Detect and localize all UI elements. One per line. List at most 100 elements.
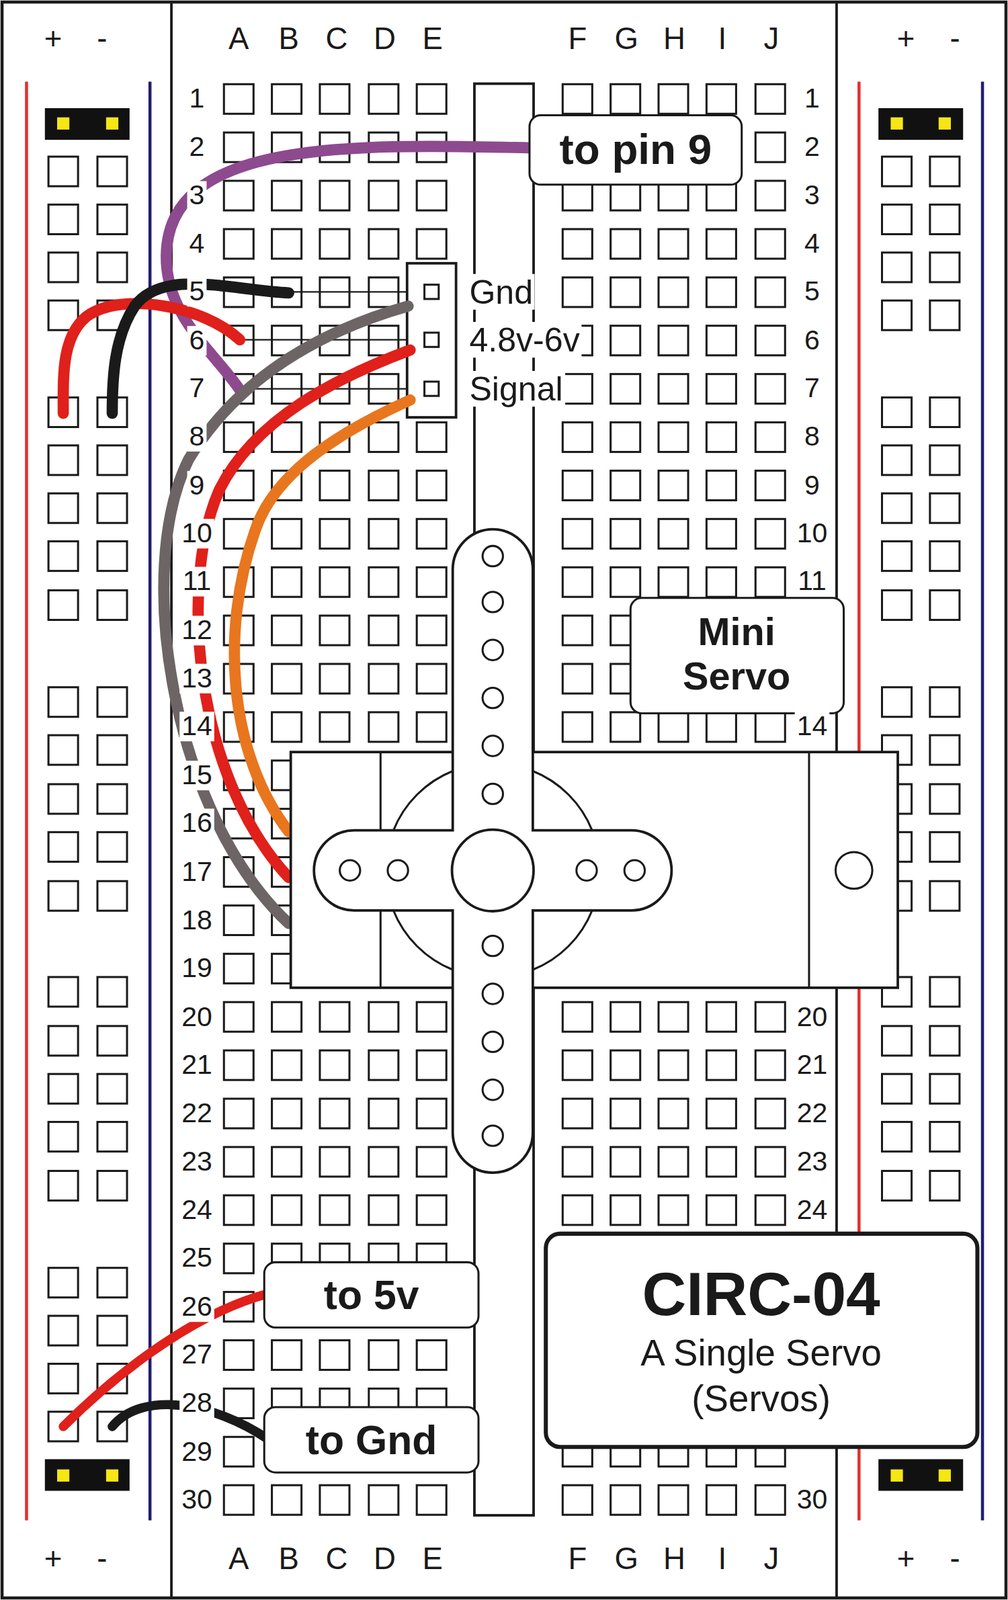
breadboard-hole — [319, 180, 350, 211]
breadboard-hole — [755, 229, 785, 259]
row-number: 30 — [794, 1485, 830, 1515]
breadboard-hole — [882, 1170, 912, 1201]
breadboard-hole — [706, 84, 736, 114]
breadboard-hole — [48, 541, 78, 572]
breadboard-hole — [272, 1195, 302, 1226]
breadboard-hole — [562, 663, 593, 694]
breadboard-hole — [882, 397, 912, 427]
rail-polarity: + — [44, 23, 63, 55]
breadboard-hole — [319, 1195, 350, 1226]
breadboard-hole — [882, 204, 912, 234]
row-number: 21 — [794, 1050, 830, 1080]
column-letter: E — [422, 1543, 443, 1575]
breadboard-hole — [97, 493, 128, 523]
breadboard-hole — [930, 493, 960, 523]
jumper-pin — [57, 1469, 70, 1482]
breadboard-hole — [658, 1485, 689, 1515]
horn-hole — [482, 983, 503, 1004]
breadboard-hole — [706, 1485, 736, 1515]
rail-polarity: - — [96, 1543, 107, 1575]
row-number: 9 — [802, 470, 822, 500]
breadboard-hole — [416, 1485, 447, 1515]
horn-hole — [482, 935, 503, 956]
breadboard-hole — [368, 84, 399, 114]
breadboard-hole — [368, 712, 399, 742]
breadboard-hole — [97, 1122, 128, 1152]
breadboard-hole — [97, 1315, 128, 1346]
breadboard-hole — [416, 1050, 447, 1080]
column-letter: J — [763, 1543, 779, 1575]
node-text: Mini Servo — [659, 610, 814, 701]
horn-hole — [482, 1031, 503, 1052]
jumper-pin — [57, 117, 70, 130]
breadboard-hole — [319, 229, 350, 259]
breadboard-hole — [755, 325, 785, 356]
row-number: 19 — [179, 953, 215, 984]
breadboard-hole — [658, 518, 689, 549]
horn-holes — [340, 545, 646, 1146]
breadboard-hole — [882, 300, 912, 330]
circuit-title-box: CIRC-04A Single Servo (Servos) — [542, 1231, 979, 1449]
horn-hole — [482, 783, 503, 804]
breadboard-hole — [97, 1026, 128, 1056]
breadboard-hole — [882, 156, 912, 187]
row-number: 8 — [187, 422, 207, 453]
connector-pin — [424, 381, 439, 396]
breadboard-hole — [48, 590, 78, 620]
breadboard-hole — [223, 1436, 254, 1467]
breadboard-hole — [610, 374, 641, 404]
breadboard-hole — [706, 229, 736, 259]
mount-hole — [835, 852, 873, 890]
breadboard-hole — [755, 518, 785, 549]
breadboard-hole — [368, 180, 399, 211]
breadboard-hole — [319, 712, 350, 742]
breadboard-hole — [610, 1050, 641, 1080]
breadboard-hole — [368, 422, 399, 453]
breadboard-hole — [562, 1147, 593, 1177]
connector-pin — [424, 332, 439, 347]
wire-destination-label: to Gnd — [263, 1405, 480, 1474]
breadboard-hole — [48, 252, 78, 283]
breadboard-hole — [319, 1098, 350, 1129]
row-number: 28 — [179, 1388, 215, 1418]
row-number: 3 — [187, 180, 207, 211]
row-number: 23 — [179, 1147, 215, 1177]
row-number: 8 — [802, 422, 822, 453]
column-letter: H — [663, 23, 686, 55]
breadboard-hole — [272, 1098, 302, 1129]
breadboard-hole — [223, 1147, 254, 1177]
breadboard-hole — [223, 1195, 254, 1226]
breadboard-hole — [368, 1339, 399, 1370]
breadboard-hole — [882, 590, 912, 620]
breadboard-hole — [882, 445, 912, 476]
breadboard-hole — [97, 735, 128, 765]
breadboard-hole — [319, 470, 350, 500]
breadboard-hole — [882, 252, 912, 283]
breadboard-hole — [658, 325, 689, 356]
breadboard-hole — [416, 518, 447, 549]
breadboard-hole — [562, 229, 593, 259]
breadboard-hole — [223, 1485, 254, 1515]
row-number: 16 — [179, 809, 215, 839]
breadboard-hole — [272, 663, 302, 694]
column-letter: B — [278, 23, 299, 55]
row-number: 5 — [187, 277, 207, 308]
breadboard-hole — [416, 712, 447, 742]
breadboard-hole — [416, 1001, 447, 1032]
breadboard-hole — [272, 1339, 302, 1370]
breadboard-hole — [930, 880, 960, 911]
breadboard-hole — [48, 204, 78, 234]
row-number: 27 — [179, 1339, 215, 1370]
breadboard-hole — [272, 615, 302, 646]
breadboard-hole — [368, 615, 399, 646]
breadboard-hole — [48, 687, 78, 718]
breadboard-hole — [610, 229, 641, 259]
row-number: 24 — [179, 1195, 215, 1226]
breadboard-hole — [930, 687, 960, 718]
breadboard-hole — [416, 567, 447, 597]
row-number: 30 — [179, 1485, 215, 1515]
row-number: 21 — [179, 1050, 215, 1080]
breadboard-hole — [562, 518, 593, 549]
breadboard-hole — [882, 541, 912, 572]
breadboard-hole — [272, 229, 302, 259]
